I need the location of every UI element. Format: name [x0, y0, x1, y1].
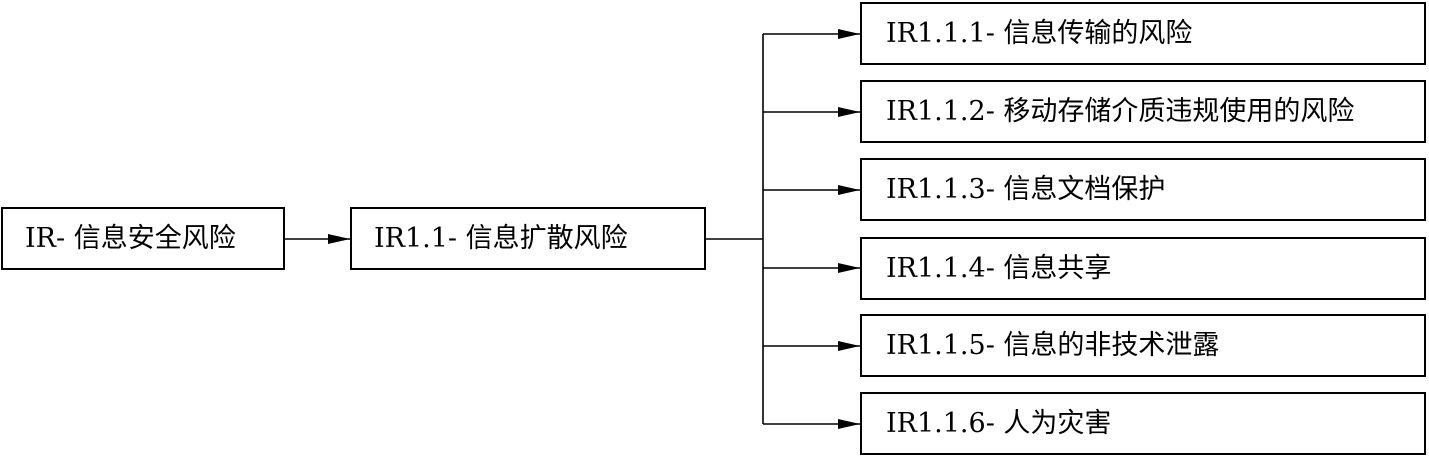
leaf-node-label: IR1.1.5- 信息的非技术泄露	[886, 330, 1220, 361]
level1-node: IR1.1- 信息扩散风险	[350, 207, 706, 270]
leaf-node: IR1.1.1- 信息传输的风险	[860, 2, 1426, 65]
leaf-node: IR1.1.2- 移动存储介质违规使用的风险	[860, 80, 1426, 143]
level1-node-label: IR1.1- 信息扩散风险	[374, 223, 628, 254]
root-node-label: IR- 信息安全风险	[25, 223, 236, 254]
leaf-node-label: IR1.1.2- 移动存储介质违规使用的风险	[886, 96, 1355, 127]
root-node: IR- 信息安全风险	[1, 207, 285, 270]
leaf-node: IR1.1.6- 人为灾害	[860, 392, 1426, 455]
leaf-node-label: IR1.1.3- 信息文档保护	[886, 174, 1166, 205]
leaf-node-label: IR1.1.6- 人为灾害	[886, 408, 1112, 439]
leaf-node-label: IR1.1.4- 信息共享	[886, 253, 1112, 284]
leaf-node: IR1.1.4- 信息共享	[860, 237, 1426, 300]
leaf-node: IR1.1.3- 信息文档保护	[860, 158, 1426, 221]
leaf-node: IR1.1.5- 信息的非技术泄露	[860, 314, 1426, 377]
leaf-node-label: IR1.1.1- 信息传输的风险	[886, 18, 1193, 49]
